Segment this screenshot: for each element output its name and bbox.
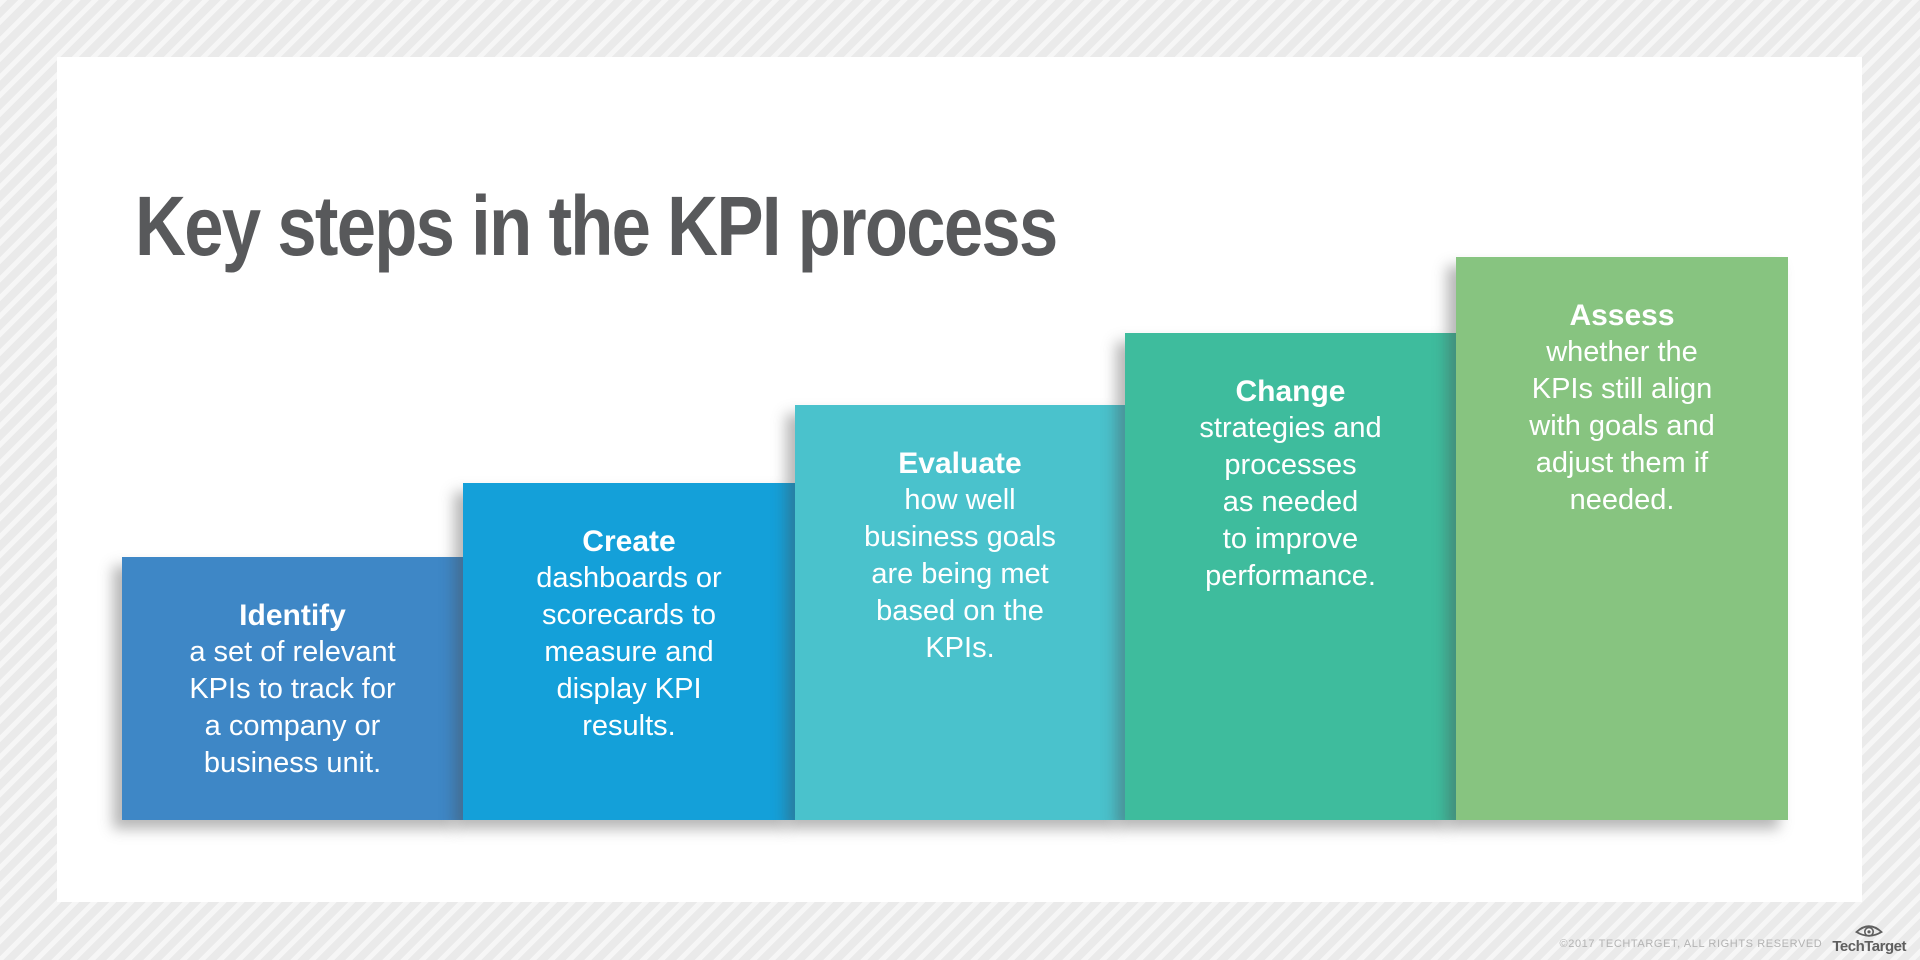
techtarget-logo: TechTarget: [1832, 924, 1906, 954]
eye-icon: [1855, 925, 1884, 937]
step-assess-title: Assess: [1569, 299, 1675, 332]
step-create: Create dashboards or scorecards to measu…: [463, 483, 795, 820]
copyright-text: ©2017 TECHTARGET, ALL RIGHTS RESERVED: [1559, 938, 1823, 950]
step-change: Change strategies and processes as neede…: [1125, 333, 1456, 820]
brand-wordmark: TechTarget: [1832, 938, 1906, 955]
step-change-title: Change: [1235, 375, 1346, 408]
step-evaluate: Evaluate how well business goals are bei…: [795, 405, 1125, 820]
footer: ©2017 TECHTARGET, ALL RIGHTS RESERVED Te…: [1560, 924, 1906, 954]
step-identify: Identify a set of relevant KPIs to track…: [122, 557, 463, 820]
step-create-title: Create: [582, 525, 676, 558]
page-title: Key steps in the KPI process: [135, 179, 1058, 274]
step-identify-description: a set of relevant KPIs to track for a co…: [189, 636, 396, 779]
step-evaluate-description: how well business goals are being met ba…: [864, 484, 1056, 664]
step-evaluate-title: Evaluate: [898, 447, 1022, 480]
step-change-description: strategies and processes as needed to im…: [1199, 412, 1382, 592]
step-create-description: dashboards or scorecards to measure and …: [536, 562, 722, 742]
step-assess-description: whether the KPIs still align with goals …: [1529, 336, 1715, 516]
step-assess: Assess whether the KPIs still align with…: [1456, 257, 1788, 820]
step-identify-title: Identify: [239, 599, 346, 632]
